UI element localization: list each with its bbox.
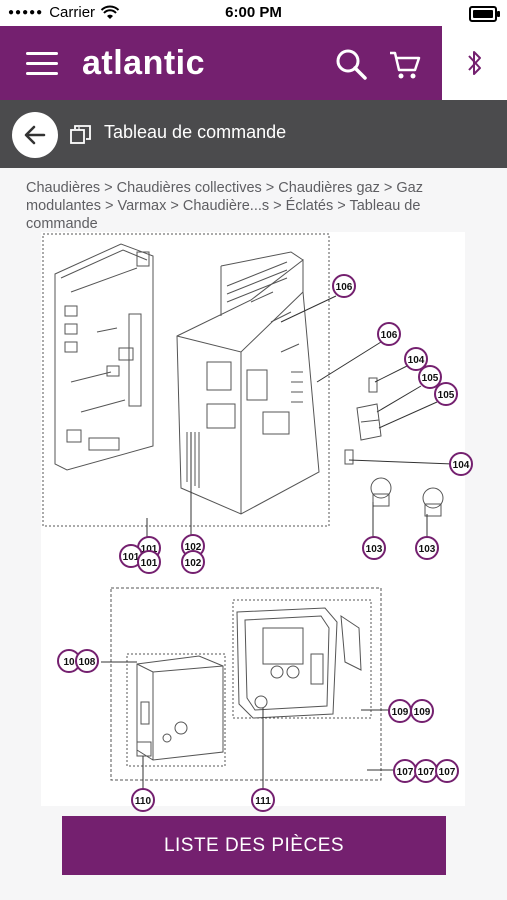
status-bar: ●●●●● Carrier 6:00 PM xyxy=(0,0,507,26)
stacked-pages-icon xyxy=(70,125,91,144)
callout-102-b[interactable]: 102 xyxy=(181,550,205,574)
group-box-top xyxy=(42,233,330,527)
callout-109-b[interactable]: 109 xyxy=(410,699,434,723)
callout-105-b[interactable]: 105 xyxy=(434,382,458,406)
small-parts-drawing xyxy=(344,377,444,517)
search-icon[interactable] xyxy=(334,47,368,81)
leader-lines xyxy=(101,295,454,792)
svg-text:102: 102 xyxy=(185,558,202,569)
svg-text:106: 106 xyxy=(381,330,398,341)
callout-104-b[interactable]: 104 xyxy=(449,452,473,476)
svg-text:105: 105 xyxy=(422,373,439,384)
app-bar: atlantic xyxy=(0,26,507,100)
svg-text:101: 101 xyxy=(141,558,158,569)
page-title: Tableau de commande xyxy=(104,122,287,142)
battery-icon xyxy=(469,6,500,22)
title-bar: Tableau de commande xyxy=(0,100,507,168)
diagram-drawing[interactable]: 106 106 104 105 105 104 101 101 101 102 … xyxy=(41,232,473,812)
cart-icon[interactable] xyxy=(388,48,422,82)
exploded-diagram[interactable]: 106 106 104 105 105 104 101 101 101 102 … xyxy=(41,232,473,812)
callout-101-c[interactable]: 101 xyxy=(137,550,161,574)
bluetooth-icon xyxy=(467,51,481,75)
callout-111[interactable]: 111 xyxy=(251,788,275,812)
svg-text:103: 103 xyxy=(366,544,383,555)
status-time: 6:00 PM xyxy=(225,4,282,21)
menu-icon[interactable] xyxy=(26,52,58,75)
svg-text:107: 107 xyxy=(439,767,456,778)
bluetooth-button[interactable] xyxy=(442,26,507,100)
svg-text:109: 109 xyxy=(392,707,409,718)
svg-text:111: 111 xyxy=(255,796,271,807)
svg-text:104: 104 xyxy=(453,460,470,471)
callout-106-b[interactable]: 106 xyxy=(377,322,401,346)
group-box-module xyxy=(126,653,226,767)
display-panel-drawing xyxy=(236,607,362,719)
callout-105-a[interactable]: 105 xyxy=(418,365,442,389)
callout-110[interactable]: 110 xyxy=(131,788,155,812)
svg-text:102: 102 xyxy=(185,542,202,553)
callout-104-a[interactable]: 104 xyxy=(404,347,428,371)
brand-logo[interactable]: atlantic xyxy=(82,44,206,82)
callout-103-b[interactable]: 103 xyxy=(415,536,439,560)
svg-text:110: 110 xyxy=(135,796,152,807)
svg-text:104: 104 xyxy=(408,355,425,366)
back-button[interactable] xyxy=(12,112,58,158)
carrier-label: Carrier xyxy=(49,4,96,21)
wifi-icon xyxy=(100,5,120,19)
status-left: ●●●●● Carrier xyxy=(8,4,120,21)
arrow-left-icon xyxy=(24,125,46,145)
svg-text:101: 101 xyxy=(123,552,140,563)
signal-dots-icon: ●●●●● xyxy=(8,7,44,18)
control-box-drawing xyxy=(176,251,320,515)
callout-107-a[interactable]: 107 xyxy=(393,759,417,783)
parts-list-button[interactable]: LISTE DES PIÈCES xyxy=(62,816,446,875)
circuit-board-drawing xyxy=(54,243,154,471)
group-box-panel xyxy=(232,599,372,719)
module-drawing xyxy=(136,655,224,761)
group-box-bottom xyxy=(110,587,382,781)
svg-text:109: 109 xyxy=(414,707,431,718)
breadcrumb[interactable]: Chaudières > Chaudières collectives > Ch… xyxy=(26,180,423,232)
svg-text:105: 105 xyxy=(438,390,455,401)
callout-103-a[interactable]: 103 xyxy=(362,536,386,560)
callout-107-b[interactable]: 107 xyxy=(414,759,438,783)
callout-108[interactable]: 108 xyxy=(75,649,99,673)
svg-text:101: 101 xyxy=(141,544,158,555)
svg-text:103: 103 xyxy=(419,544,436,555)
svg-text:107: 107 xyxy=(418,767,435,778)
callout-107-c[interactable]: 107 xyxy=(435,759,459,783)
callout-109-a[interactable]: 109 xyxy=(388,699,412,723)
svg-text:108: 108 xyxy=(79,657,96,668)
callout-106-a[interactable]: 106 xyxy=(332,274,356,298)
svg-text:107: 107 xyxy=(397,767,414,778)
svg-text:106: 106 xyxy=(336,282,353,293)
svg-text:10: 10 xyxy=(63,657,75,668)
